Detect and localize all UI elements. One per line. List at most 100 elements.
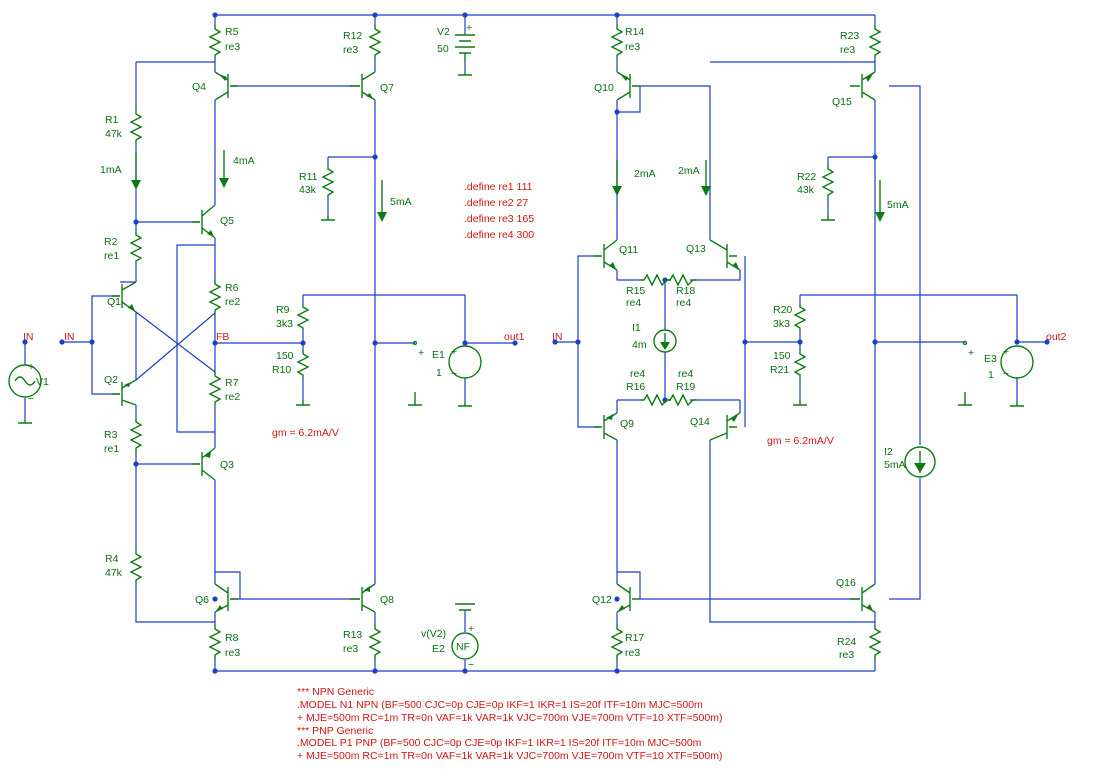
define-re1: .define re1 111 (464, 181, 533, 193)
svg-text:+: + (468, 623, 474, 635)
transistor-q2 (112, 379, 137, 406)
q12-ref: Q12 (592, 594, 612, 606)
r17-ref: R17 (625, 632, 644, 644)
q13-ref: Q13 (686, 243, 706, 255)
gm-right: gm = 6.2mA/V (767, 435, 834, 447)
transistor-q15 (850, 71, 876, 101)
e3-ref: E3 (984, 353, 997, 365)
r20-value: 3k3 (773, 318, 790, 330)
svg-text:−: − (451, 368, 457, 380)
r21-ref: R21 (770, 364, 789, 376)
r17-value: re3 (625, 647, 640, 659)
source-e1: + − + (412, 340, 482, 380)
transistor-q1 (112, 281, 137, 313)
transistor-q14 (709, 412, 741, 441)
resistors (129, 25, 882, 660)
svg-text:+: + (968, 347, 974, 359)
i1-value: 4m (632, 339, 647, 351)
r1-value: 47k (105, 128, 123, 140)
svg-text:+: + (418, 347, 424, 359)
r6-ref: R6 (225, 282, 239, 294)
r23-ref: R23 (840, 30, 859, 42)
v1-ref: V1 (36, 376, 49, 388)
transistor-q6 (214, 583, 238, 613)
q3-ref: Q3 (220, 459, 234, 471)
source-v1: +− (8, 361, 42, 405)
e3-value: 1 (988, 369, 994, 381)
r13-value: re3 (343, 643, 358, 655)
q10-ref: Q10 (594, 82, 614, 94)
q7-ref: Q7 (380, 82, 394, 94)
r18-ref: R18 (676, 285, 695, 297)
r10-value: 150 (276, 350, 294, 362)
r12-ref: R12 (343, 30, 362, 42)
r10-ref: R10 (272, 364, 291, 376)
svg-text:+: + (466, 22, 472, 34)
transistor-q13 (709, 239, 741, 271)
wires (24, 14, 1047, 672)
q4-ref: Q4 (192, 81, 206, 93)
svg-text:−: − (468, 659, 474, 671)
model-line-6: + MJE=500m RC=1m TR=0n VAF=1k VAR=1k VJC… (297, 750, 722, 762)
r22-ref: R22 (797, 171, 816, 183)
transistor-q7 (350, 71, 376, 101)
ground-symbols (18, 72, 1024, 424)
sources: +− + +− + +− + NF +− (8, 22, 1034, 671)
r12-value: re3 (343, 44, 358, 56)
q16-ref: Q16 (836, 577, 856, 589)
define-re4: .define re4 300 (464, 229, 534, 241)
current-1ma: 1mA (100, 164, 122, 176)
r22-value: 43k (797, 184, 815, 196)
transistors (112, 71, 876, 613)
r19-ref: R19 (676, 381, 695, 393)
r5-value: re3 (225, 41, 240, 53)
r11-value: 43k (299, 184, 317, 196)
q14-ref: Q14 (690, 416, 710, 428)
v2-value: 50 (437, 43, 449, 55)
q15-ref: Q15 (832, 96, 852, 108)
transistor-q9 (594, 412, 618, 441)
source-i2 (904, 446, 936, 478)
transistor-q3 (192, 447, 216, 481)
r2-value: re1 (104, 250, 119, 262)
r14-ref: R14 (625, 26, 644, 38)
e2-symbol: NF (456, 641, 470, 653)
q2-ref: Q2 (104, 374, 118, 386)
current-arrows (131, 150, 885, 222)
svg-text:−: − (1003, 368, 1009, 380)
net-fb: FB (216, 331, 229, 343)
q8-ref: Q8 (380, 594, 394, 606)
r6-value: re2 (225, 296, 240, 308)
e2-value: v(V2) (421, 628, 446, 640)
r9-ref: R9 (276, 304, 290, 316)
source-v2: + (455, 22, 475, 62)
r5-ref: R5 (225, 26, 239, 38)
q1-ref: Q1 (107, 296, 121, 308)
source-e3: +− + (962, 340, 1034, 380)
r23-value: re3 (840, 44, 855, 56)
q11-ref: Q11 (619, 244, 638, 256)
transistor-q11 (594, 239, 618, 271)
r8-value: re3 (225, 647, 240, 659)
source-e2: NF + − (451, 603, 479, 671)
q5-ref: Q5 (220, 215, 234, 227)
net-in-left: IN (64, 331, 75, 343)
r16-ref: R16 (626, 381, 645, 393)
svg-text:+: + (451, 346, 457, 358)
r18-value: re4 (676, 297, 691, 309)
r3-ref: R3 (104, 429, 118, 441)
r24-value: re3 (839, 649, 854, 661)
r11-ref: R11 (299, 171, 318, 183)
model-line-4: *** PNP Generic (297, 725, 373, 737)
r20-ref: R20 (773, 304, 792, 316)
r3-value: re1 (104, 443, 119, 455)
junction-dots (89, 12, 1020, 674)
r8-ref: R8 (225, 632, 239, 644)
model-line-2: .MODEL N1 NPN (BF=500 CJC=0p CJE=0p IKF=… (297, 699, 703, 711)
transistor-q5 (192, 204, 216, 239)
transistor-q8 (350, 583, 376, 613)
r2-ref: R2 (104, 236, 118, 248)
transistor-q10 (616, 71, 640, 101)
e2-ref: E2 (432, 643, 445, 655)
